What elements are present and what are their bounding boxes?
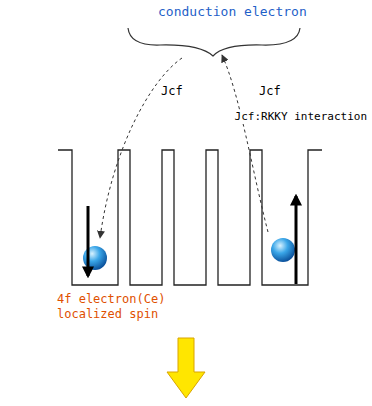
spin-down-arrow [87, 206, 90, 276]
band-label: conduction electron [157, 4, 308, 20]
electron-ball [271, 238, 295, 262]
spin-up-arrow [295, 196, 298, 284]
ion-label: 4f electron(Ce) localized spin [56, 292, 174, 322]
exchange-arrow [222, 55, 268, 232]
note-label: Jcf:RKKY interaction [234, 110, 368, 124]
conduction-band [128, 28, 300, 56]
coupling-label: Jcf [258, 84, 282, 99]
potential-wells [58, 150, 322, 285]
result-arrow [167, 338, 205, 398]
coupling-label: Jcf [160, 84, 184, 99]
